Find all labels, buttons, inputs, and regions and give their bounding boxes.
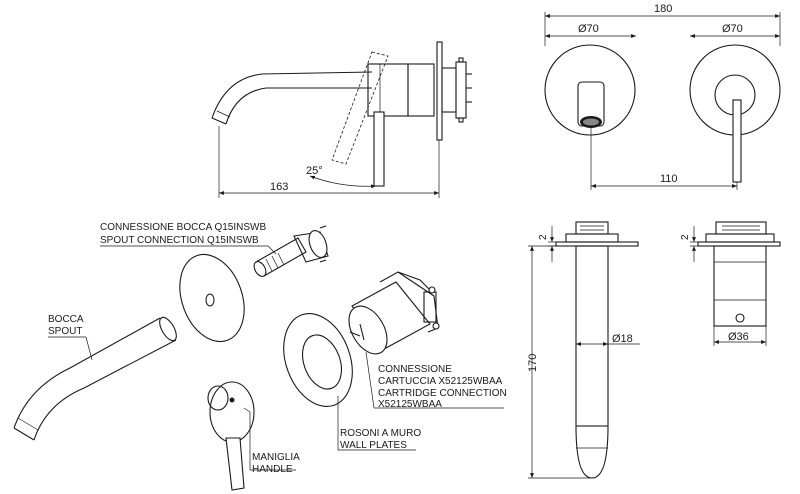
spacing-label: 110	[660, 173, 678, 185]
plates-label-it: ROSONI A MURO	[340, 428, 421, 439]
right-plate-dia-label: Ø70	[722, 23, 743, 35]
spout-side-view: 2 170 Ø18	[527, 221, 640, 479]
spout-label-it: BOCCA	[48, 314, 84, 325]
side-view: 25° 163	[211, 41, 472, 198]
spout-dia-label: Ø18	[612, 333, 633, 345]
cart-label-it-1: CONNESSIONE	[378, 364, 452, 375]
handle-label-en: HANDLE	[252, 464, 293, 475]
side-length-label: 163	[270, 181, 288, 193]
handle-label-it: MANIGLIA	[252, 452, 300, 463]
left-plate-dia-label: Ø70	[578, 23, 599, 35]
flange-right-label: 2	[680, 234, 691, 240]
total-width-label: 180	[654, 3, 672, 15]
front-view: 180 Ø70 Ø70 110	[544, 3, 781, 190]
plates-label-en: WALL PLATES	[340, 440, 407, 451]
flange-left-label: 2	[538, 234, 549, 240]
height-label: 170	[527, 354, 539, 372]
body-side-view: 2 Ø36	[680, 221, 781, 346]
body-dia-label: Ø36	[728, 331, 749, 343]
cart-label-en-1: CARTRIDGE CONNECTION	[378, 388, 507, 399]
cart-label-it-2: CARTUCCIA X52125WBAA	[378, 376, 503, 387]
exploded-view: CONNESSIONE BOCCA Q15INSWB SPOUT CONNECT…	[13, 222, 507, 491]
angle-label: 25°	[306, 165, 323, 177]
cart-label-en-2: X52125WBAA	[378, 399, 442, 410]
spout-conn-label-en: SPOUT CONNECTION Q15INSWB	[100, 235, 259, 246]
spout-conn-label-it: CONNESSIONE BOCCA Q15INSWB	[100, 222, 266, 233]
spout-label-en: SPOUT	[48, 326, 82, 337]
